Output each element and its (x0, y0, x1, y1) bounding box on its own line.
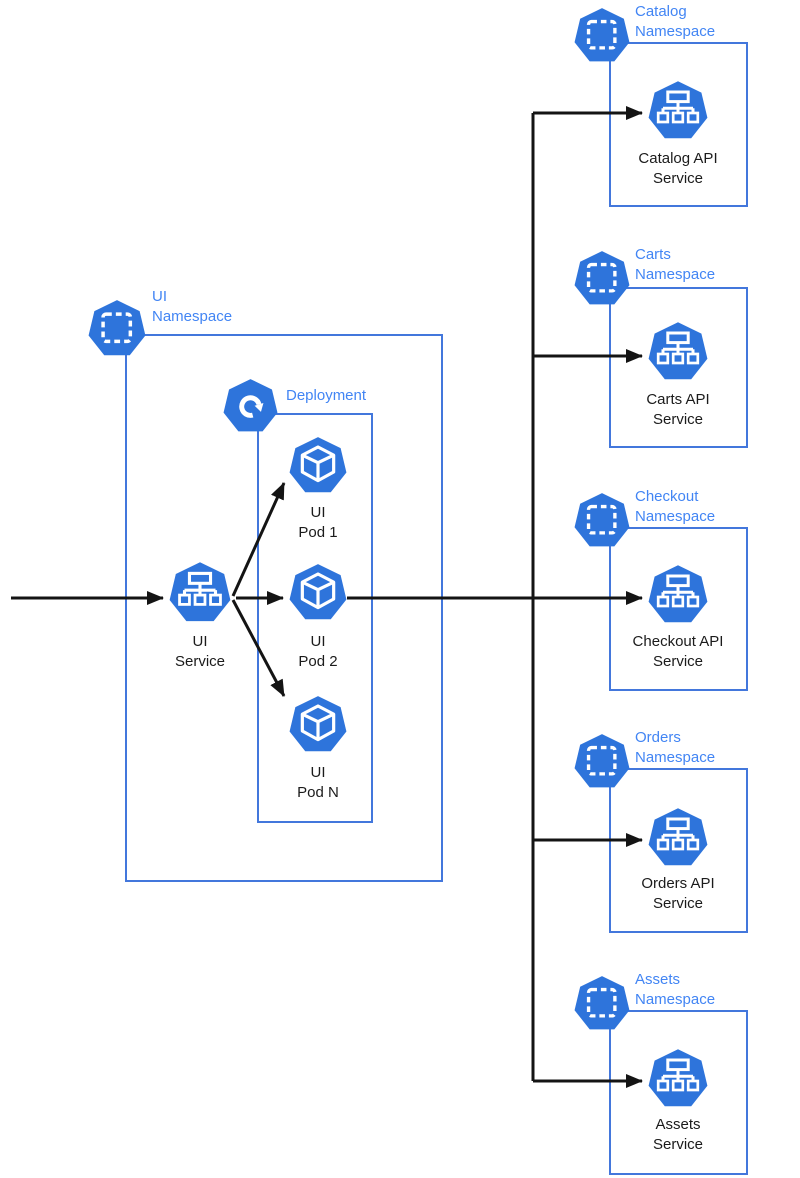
ui-service-label: UI Service (174, 633, 226, 670)
orders-api-service-icon (648, 807, 708, 867)
catalog-api-service-label: Catalog API Service (638, 150, 718, 187)
catalog-namespace-label: Catalog Namespace (635, 3, 716, 40)
orders-namespace-label: Orders Namespace (635, 729, 716, 766)
carts-namespace-icon (574, 250, 630, 306)
assets-namespace-box (609, 1010, 748, 1175)
catalog-api-service-icon (648, 80, 708, 140)
ui-namespace-label: UI Namespace (152, 288, 233, 325)
ui-pod2-label: UI Pod 2 (298, 633, 338, 670)
assets-namespace-icon (574, 975, 630, 1031)
carts-namespace-box (609, 287, 748, 448)
checkout-api-service-icon (648, 564, 708, 624)
assets-namespace-label: Assets Namespace (635, 971, 716, 1008)
deployment-icon (223, 378, 278, 433)
ui-podn-icon (289, 695, 347, 753)
ui-service-icon (169, 561, 231, 623)
ui-pod1-label: UI Pod 1 (298, 504, 338, 541)
deployment-box (257, 413, 373, 823)
service-to-podn-arrow (231, 599, 286, 697)
ui-namespace-icon (88, 299, 146, 357)
catalog-namespace-icon (574, 7, 630, 63)
ui-pod2-icon (289, 563, 347, 621)
service-to-pod1-arrow (231, 482, 286, 597)
ui-podn-label: UI Pod N (297, 764, 339, 801)
assets-service-label: Assets Service (652, 1116, 704, 1153)
orders-namespace-box (609, 768, 748, 933)
carts-api-service-icon (648, 321, 708, 381)
carts-api-service-label: Carts API Service (646, 391, 710, 428)
checkout-namespace-icon (574, 492, 630, 548)
ui-pod1-icon (289, 436, 347, 494)
assets-service-icon (648, 1048, 708, 1108)
ui-namespace-box (125, 334, 443, 882)
checkout-namespace-label: Checkout Namespace (635, 488, 716, 525)
orders-api-service-label: Orders API Service (641, 875, 715, 912)
deployment-label: Deployment (286, 387, 367, 404)
checkout-namespace-box (609, 527, 748, 691)
carts-namespace-label: Carts Namespace (635, 246, 716, 283)
checkout-api-service-label: Checkout API Service (632, 633, 724, 670)
orders-namespace-icon (574, 733, 630, 789)
catalog-namespace-box (609, 42, 748, 207)
